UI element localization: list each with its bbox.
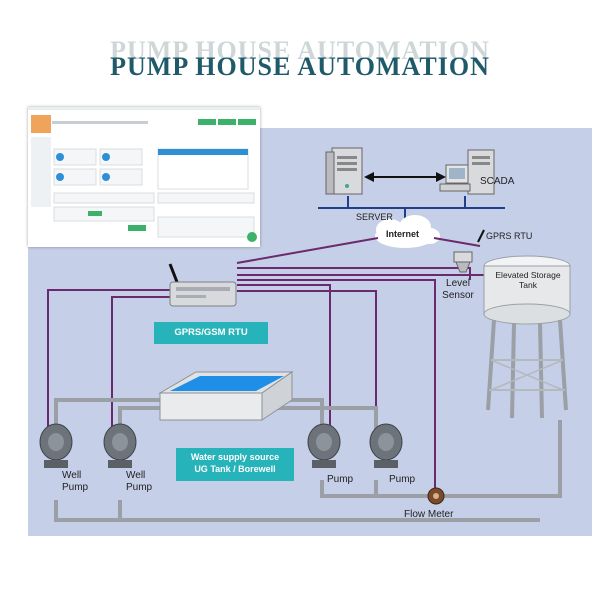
water-tank-icon (158, 371, 294, 421)
signal-lines (47, 237, 484, 490)
dashboard-preview-graphic (31, 115, 257, 242)
well-pump-1-label: Well Pump (62, 470, 89, 493)
pump-icon (103, 423, 137, 468)
gprs-rtu-label: GPRS RTU (486, 231, 533, 241)
workstation-icon (439, 149, 495, 195)
dashboard-screenshot (28, 107, 260, 247)
level-sensor-icon (453, 229, 485, 273)
page-title: PUMP HOUSE AUTOMATION (110, 52, 490, 81)
pump-icon (307, 423, 341, 468)
pump-1-label: Pump (327, 474, 354, 485)
flow-meter-icon (427, 487, 445, 505)
well-pump-2-label: Well Pump (126, 470, 153, 493)
gsm-rtu-label: GPRS/GSM RTU (154, 322, 268, 344)
pump-icon (369, 423, 403, 468)
pump-icon (39, 423, 73, 468)
water-source-label: Water supply source UG Tank / Borewell (176, 448, 294, 481)
scada-label: SCADA (480, 176, 515, 187)
internet-label: Internet (386, 229, 420, 239)
level-sensor-label: Level Sensor (442, 278, 474, 301)
flow-meter-label: Flow Meter (404, 509, 454, 520)
cloud-icon (375, 215, 440, 248)
title-reflection: PUMP HOUSE AUTOMATION (110, 36, 490, 65)
server-label: SERVER (356, 212, 393, 222)
desktop-server-icon (325, 147, 363, 195)
gsm-modem-icon (168, 263, 237, 307)
storage-tank-icon (483, 255, 571, 419)
storage-tank-label: Elevated Storage Tank (495, 270, 561, 290)
pump-2-label: Pump (389, 474, 416, 485)
